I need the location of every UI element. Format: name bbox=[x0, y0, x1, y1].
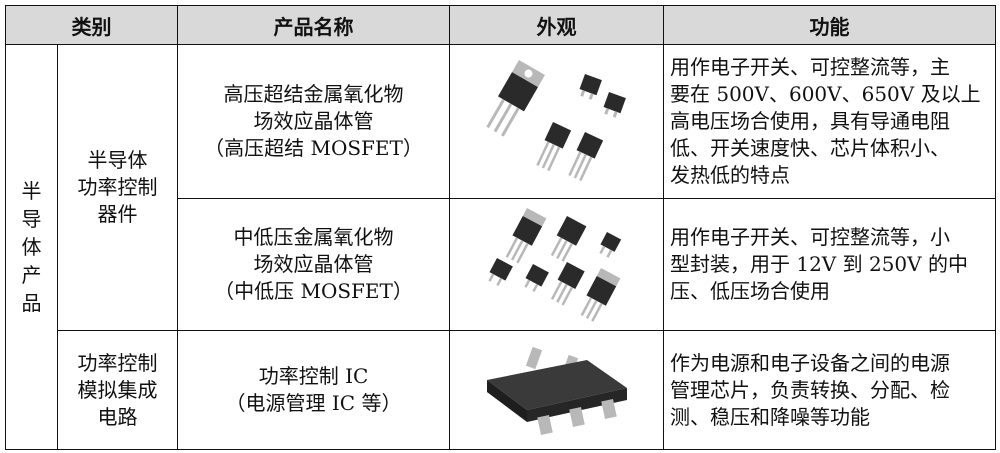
subcategory-power-device: 半导体 功率控制 器件 bbox=[57, 44, 178, 331]
medium-low-voltage-mosfet-image bbox=[487, 207, 621, 322]
product-table: 类别 产品名称 外观 功能 半 导 体 产 品 半导体 功率控制 器件 高压超结… bbox=[5, 5, 996, 450]
function-cell: 用作电子开关、可控整流等，主 要在 500V、600V、650V 及以上 高电压… bbox=[663, 44, 996, 199]
category-cell: 半 导 体 产 品 bbox=[5, 44, 58, 450]
appearance-cell bbox=[449, 330, 664, 450]
function-cell: 用作电子开关、可控整流等，小 型封装，用于 12V 到 250V 的中 压、低压… bbox=[663, 198, 996, 331]
header-row: 类别 产品名称 外观 功能 bbox=[5, 5, 996, 45]
table-row: 中低压金属氧化物 场效应晶体管 （中低压 MOSFET） bbox=[6, 198, 996, 331]
function-cell: 作为电源和电子设备之间的电源 管理芯片，负责转换、分配、检 测、稳压和降噪等功能 bbox=[663, 330, 996, 450]
product-name-cell: 高压超结金属氧化物 场效应晶体管 （高压超结 MOSFET） bbox=[177, 44, 450, 199]
header-category: 类别 bbox=[5, 5, 178, 45]
header-product-name: 产品名称 bbox=[177, 5, 450, 45]
power-ic-chip-image bbox=[486, 346, 627, 436]
table-row: 半 导 体 产 品 半导体 功率控制 器件 高压超结金属氧化物 场效应晶体管 （… bbox=[5, 44, 996, 450]
category-label: 半 导 体 产 品 bbox=[21, 179, 42, 315]
product-name-cell: 中低压金属氧化物 场效应晶体管 （中低压 MOSFET） bbox=[177, 198, 450, 331]
header-function: 功能 bbox=[663, 5, 996, 45]
high-voltage-mosfet-image bbox=[485, 59, 626, 181]
product-name-cell: 功率控制 IC （电源管理 IC 等） bbox=[177, 330, 450, 450]
table-row: 功率控制 模拟集成 电路 功率控制 IC （电源管理 IC 等） bbox=[6, 330, 996, 450]
appearance-cell bbox=[449, 44, 664, 199]
header-appearance: 外观 bbox=[449, 5, 664, 45]
appearance-cell bbox=[449, 198, 664, 331]
subcategory-analog-ic: 功率控制 模拟集成 电路 bbox=[57, 330, 178, 450]
